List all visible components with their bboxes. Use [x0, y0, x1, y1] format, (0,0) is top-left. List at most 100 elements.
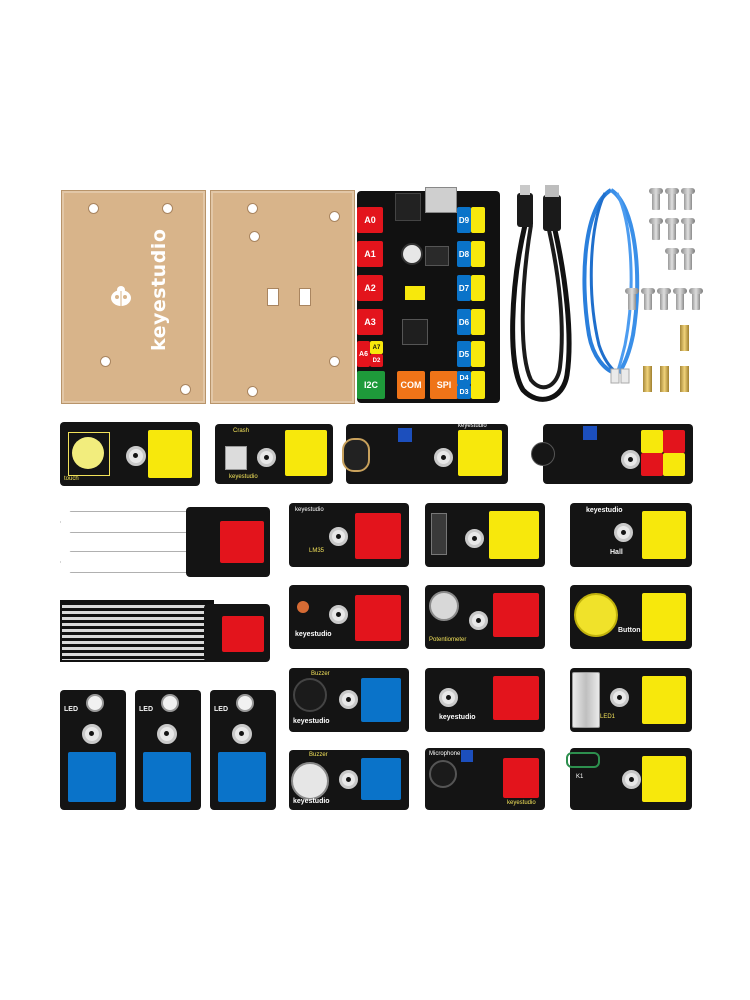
main-controller-board: A0 A1 A2 A3 A6 A7 D2 I2C COM SPI D9 D8 D…	[357, 187, 500, 403]
flame-sensor-module	[531, 424, 693, 484]
mount-hole	[469, 611, 488, 630]
light-sensor-module: keyestudio	[289, 585, 409, 649]
brand-print: keyestudio	[295, 507, 324, 513]
connector-yellow	[641, 430, 663, 453]
brand-print: keyestudio	[295, 631, 332, 638]
connector-red	[493, 593, 539, 637]
plate-slot	[299, 288, 311, 306]
mount-hole	[610, 688, 629, 707]
soil-probe-bottom	[60, 551, 192, 573]
brand-print: keyestudio	[458, 423, 487, 429]
screw-icon	[649, 188, 663, 210]
plate-hole	[329, 211, 340, 222]
reed-switch-module	[425, 503, 545, 567]
plate-hole	[162, 203, 173, 214]
connector-yellow	[148, 430, 192, 478]
port-a2: A2	[357, 275, 383, 301]
port-com: COM	[397, 371, 425, 399]
potentiometer-trim	[398, 428, 412, 442]
mount-hole	[82, 724, 102, 744]
screw-icon	[649, 218, 663, 240]
mount-hole	[614, 523, 633, 542]
usb-cable-icon	[503, 185, 581, 405]
connector-yellow	[285, 430, 327, 476]
led-bulb	[161, 694, 179, 712]
potentiometer-module: Potentiometer	[425, 585, 545, 649]
mount-hole	[232, 724, 252, 744]
mcu-chip	[402, 319, 428, 345]
connector-blue	[218, 752, 266, 802]
touch-sensor-module: touch	[60, 422, 200, 486]
buzzer-label: Buzzer	[311, 671, 330, 677]
soil-humidity-module	[60, 505, 276, 585]
mount-hole	[622, 770, 641, 789]
connector-yellow	[642, 593, 686, 641]
screw-icon	[665, 188, 679, 210]
port-d5-yellow	[471, 341, 485, 367]
capacitor	[401, 243, 423, 265]
plate-hole	[247, 386, 258, 397]
ir-receiver	[531, 442, 555, 466]
photoresistor	[297, 601, 309, 613]
plate-brand-text: keyestudio	[148, 228, 170, 351]
acrylic-plate-left: keyestudio	[61, 190, 206, 404]
microphone-capsule	[429, 760, 457, 788]
brand-print: keyestudio	[229, 474, 258, 480]
plate-hole	[249, 231, 260, 242]
plate-hole	[100, 356, 111, 367]
potentiometer-knob[interactable]	[429, 591, 459, 621]
port-d9-yellow	[471, 207, 485, 233]
port-i2c: I2C	[357, 371, 385, 399]
mount-hole	[339, 770, 358, 789]
hall-label: Hall	[610, 549, 623, 556]
potentiometer-trim	[583, 426, 597, 440]
tilt-switch-module: LED1	[570, 668, 692, 732]
connector-red	[222, 616, 264, 652]
mount-hole	[434, 448, 453, 467]
standoff-icon	[660, 366, 669, 392]
led-alt-label: LED1	[600, 714, 616, 720]
connector-red	[503, 758, 539, 798]
brand-print: keyestudio	[293, 798, 330, 805]
passive-buzzer-body	[291, 762, 329, 800]
mount-hole	[621, 450, 640, 469]
reed-coil	[566, 752, 600, 768]
connector-red	[355, 595, 401, 641]
mount-hole	[465, 529, 484, 548]
port-a6: A6	[357, 341, 370, 367]
screw-icon	[681, 218, 695, 240]
screw-icon	[641, 288, 655, 310]
brand-print: keyestudio	[586, 507, 623, 514]
port-d3: D3	[457, 385, 471, 399]
push-button[interactable]	[574, 593, 618, 637]
connector-blue	[361, 758, 401, 800]
reed-glass	[431, 513, 447, 555]
relay-module: K1	[566, 748, 692, 810]
port-d6: D6	[457, 309, 471, 335]
regulator-chip	[425, 246, 449, 266]
usb-port	[425, 187, 457, 213]
hall-sensor-module: keyestudio Hall	[570, 503, 692, 567]
buzzer-module-2: Buzzer keyestudio	[289, 750, 409, 810]
connector-yellow	[642, 756, 686, 802]
connector-red	[493, 676, 539, 720]
brand-print: keyestudio	[293, 718, 330, 725]
connector-yellow	[489, 511, 539, 559]
mount-hole	[126, 446, 146, 466]
connector-red	[641, 453, 663, 476]
screw-icon	[681, 188, 695, 210]
microphone-module: Microphone keyestudio	[425, 748, 545, 810]
button-module: Button	[570, 585, 692, 649]
screw-icon	[673, 288, 687, 310]
plate-hole	[329, 356, 340, 367]
infrared-module: keyestudio	[425, 668, 545, 732]
led-module-2: LED	[135, 690, 201, 810]
port-d9: D9	[457, 207, 471, 233]
standoff-icon	[680, 325, 689, 351]
port-d2: D2	[370, 354, 383, 367]
led-label: LED	[139, 706, 153, 713]
connector-yellow	[663, 453, 685, 476]
port-d4-yellow	[471, 371, 485, 399]
connector-red	[220, 521, 264, 563]
water-board	[204, 604, 270, 662]
